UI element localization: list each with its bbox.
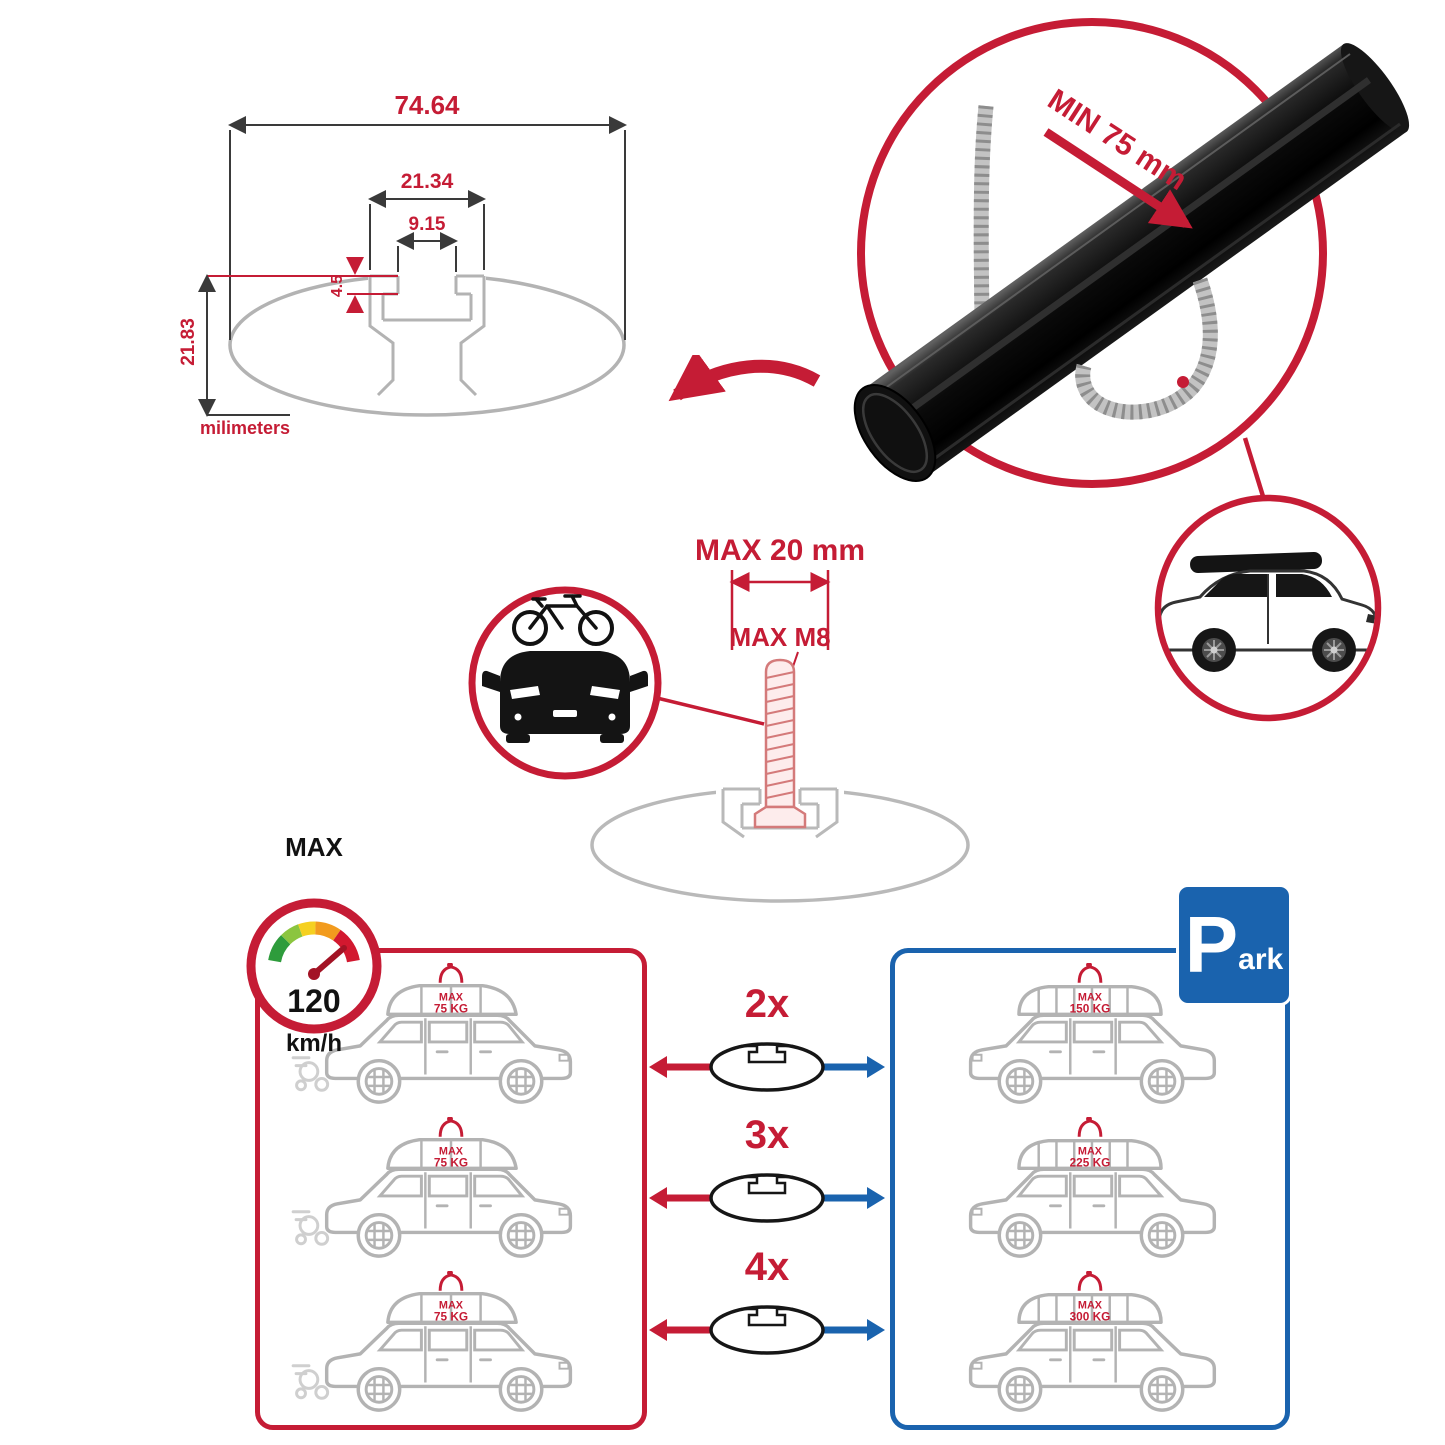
pointer-line: [656, 696, 765, 726]
load-kg-label: 300 KG: [1070, 1309, 1111, 1323]
load-kg-label: 75 KG: [434, 1155, 468, 1169]
car-with-roof-load: MAX 300 KG: [968, 1271, 1217, 1412]
load-max-label: MAX: [1078, 1145, 1103, 1157]
bar-quantity-column: 2x 3x 4x: [649, 982, 885, 1355]
load-kg-label: 225 KG: [1070, 1155, 1111, 1169]
detail-circle: [857, 18, 1327, 488]
connector-line: [1242, 437, 1269, 507]
parking-sign-ark: ark: [1238, 943, 1284, 976]
load-tag-icon: [1077, 963, 1103, 985]
dim-total-width-label: 74.64: [394, 90, 460, 120]
t-bolt: [753, 658, 807, 829]
load-tag-icon: [438, 1117, 464, 1139]
bar-section-icon: [649, 1173, 885, 1223]
multiplier-label: 2x: [745, 982, 790, 1026]
min-clamp-arrow: [1043, 128, 1193, 229]
dim-total-height-label: 21.83: [178, 318, 199, 366]
speed-value: 120: [287, 983, 340, 1019]
crossbar-cross-section-drawing: 74.64 21.34 9.15 4.5 21.83 mi: [178, 90, 627, 438]
dim-channel-width-label: 21.34: [401, 170, 454, 193]
bar-section-icon: [649, 1042, 885, 1092]
load-kg-label: 150 KG: [1070, 1001, 1111, 1015]
load-max-label: MAX: [439, 1299, 464, 1311]
load-max-label: MAX: [439, 991, 464, 1003]
blue-capacity-panel: MAX 150 KG MAX 225 KG MAX 300 KG: [890, 948, 1290, 1430]
load-tag-icon: [1077, 1271, 1103, 1293]
crossbar-3d: [853, 43, 1410, 482]
crossbar-3d-detail: MIN 75 mm: [853, 18, 1410, 722]
pointer-arrow-to-drawing: [668, 355, 821, 402]
load-kg-label: 75 KG: [434, 1309, 468, 1323]
dim-total-width: [228, 116, 627, 340]
dim-channel-width: [368, 190, 486, 270]
speed-units: km/h: [286, 1030, 342, 1057]
bolt-thread-label: MAX M8: [729, 622, 830, 652]
units-label: milimeters: [200, 418, 290, 438]
right-arrow-icon: [867, 1187, 885, 1209]
car-front-icon: [482, 651, 648, 743]
car-with-roof-load: MAX 225 KG: [968, 1117, 1217, 1258]
load-kg-label: 75 KG: [434, 1001, 468, 1015]
parking-sign: P ark: [1176, 884, 1292, 1006]
load-max-label: MAX: [1078, 1299, 1103, 1311]
bicycle-icon: [512, 594, 614, 646]
load-max-label: MAX: [439, 1145, 464, 1157]
bar-end-face: [853, 384, 937, 482]
dim-slot-width-label: 9.15: [409, 214, 446, 235]
u-bolt-lower-stirrup: [1075, 277, 1218, 420]
bolt-length-label: MAX 20 mm: [695, 534, 865, 567]
speedometer: MAX 120 km/h: [246, 832, 382, 1057]
u-bolt-upper-rod: [973, 105, 994, 319]
speed-max-label: MAX: [285, 832, 343, 862]
dim-slot-width: [396, 232, 458, 272]
left-arrow-icon: [649, 1187, 667, 1209]
left-arrow-icon: [649, 1319, 667, 1341]
multiplier-label: 4x: [745, 1245, 790, 1289]
car-with-roof-load: MAX 75 KG: [291, 1117, 573, 1258]
car-with-roof-load: MAX 150 KG: [968, 963, 1217, 1104]
right-arrow-icon: [867, 1056, 885, 1078]
clamp-point-dot: [1177, 376, 1189, 388]
dim-lip-depth-label: 4.5: [329, 275, 346, 297]
load-tag-icon: [1077, 1117, 1103, 1139]
bolt-diagram: MAX 20 mm MAX M8: [468, 534, 970, 903]
load-max-label: MAX: [1078, 991, 1103, 1003]
suv-with-roofbox-icon: [1161, 551, 1375, 672]
car-with-roof-load: MAX 75 KG: [291, 963, 573, 1104]
multiplier-label: 3x: [745, 1113, 790, 1157]
load-tag-icon: [438, 963, 464, 985]
parking-sign-p: P: [1184, 900, 1239, 989]
gauge-arc: [268, 921, 360, 963]
gauge-needle: [311, 945, 347, 977]
bar-section-icon: [649, 1305, 885, 1355]
right-arrow-icon: [867, 1319, 885, 1341]
load-tag-icon: [438, 1271, 464, 1293]
dim-total-height: [198, 274, 398, 417]
car-with-roof-load: MAX 75 KG: [291, 1271, 573, 1412]
dim-bolt-length: [729, 570, 831, 650]
left-arrow-icon: [649, 1056, 667, 1078]
